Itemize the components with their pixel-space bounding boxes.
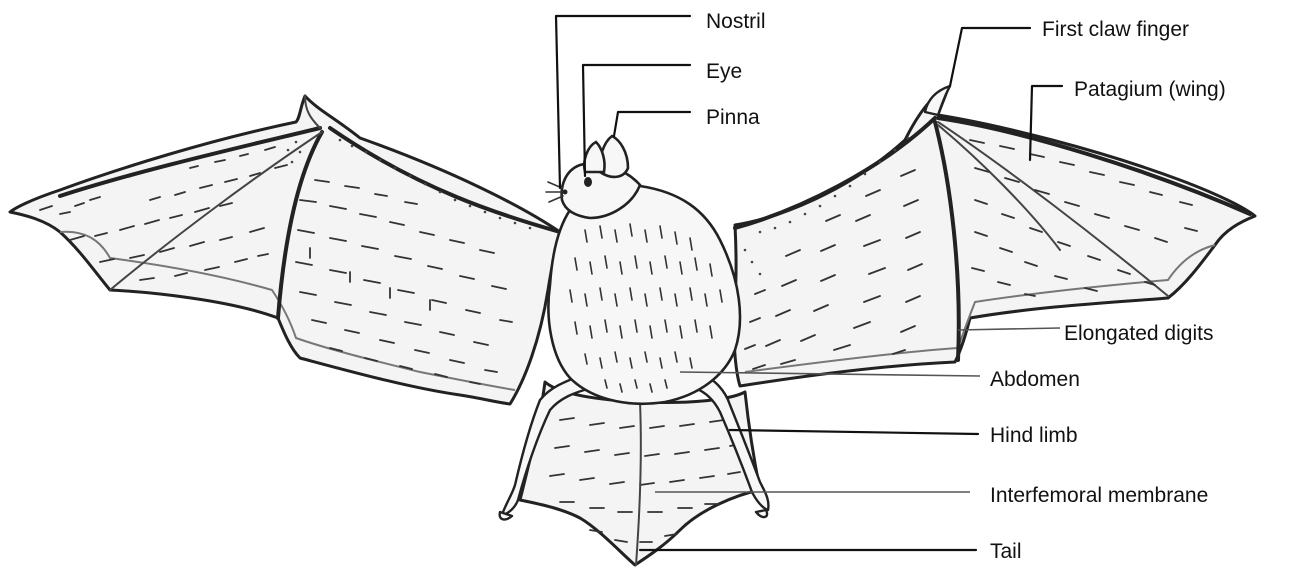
- label-nostril: Nostril: [706, 10, 766, 33]
- torso: [548, 185, 740, 404]
- nostril: [563, 190, 568, 195]
- label-first-claw-finger: First claw finger: [1042, 18, 1189, 41]
- label-interfemoral-membrane: Interfemoral membrane: [990, 484, 1208, 507]
- bat-body: [546, 136, 740, 404]
- first-claw: [925, 86, 950, 115]
- elongated-digits-leader: [958, 328, 1060, 330]
- label-abdomen: Abdomen: [990, 368, 1080, 391]
- eye: [584, 177, 592, 187]
- pinna-leader: [614, 112, 690, 136]
- first-claw-finger-leader: [950, 28, 1030, 86]
- label-eye: Eye: [706, 60, 742, 83]
- label-hind-limb: Hind limb: [990, 424, 1078, 447]
- left-wing: [10, 96, 560, 404]
- label-elongated-digits: Elongated digits: [1064, 322, 1213, 345]
- label-pinna: Pinna: [706, 106, 760, 129]
- label-patagium: Patagium (wing): [1074, 78, 1226, 101]
- label-tail: Tail: [990, 540, 1022, 563]
- hind-limb-leader: [730, 430, 978, 434]
